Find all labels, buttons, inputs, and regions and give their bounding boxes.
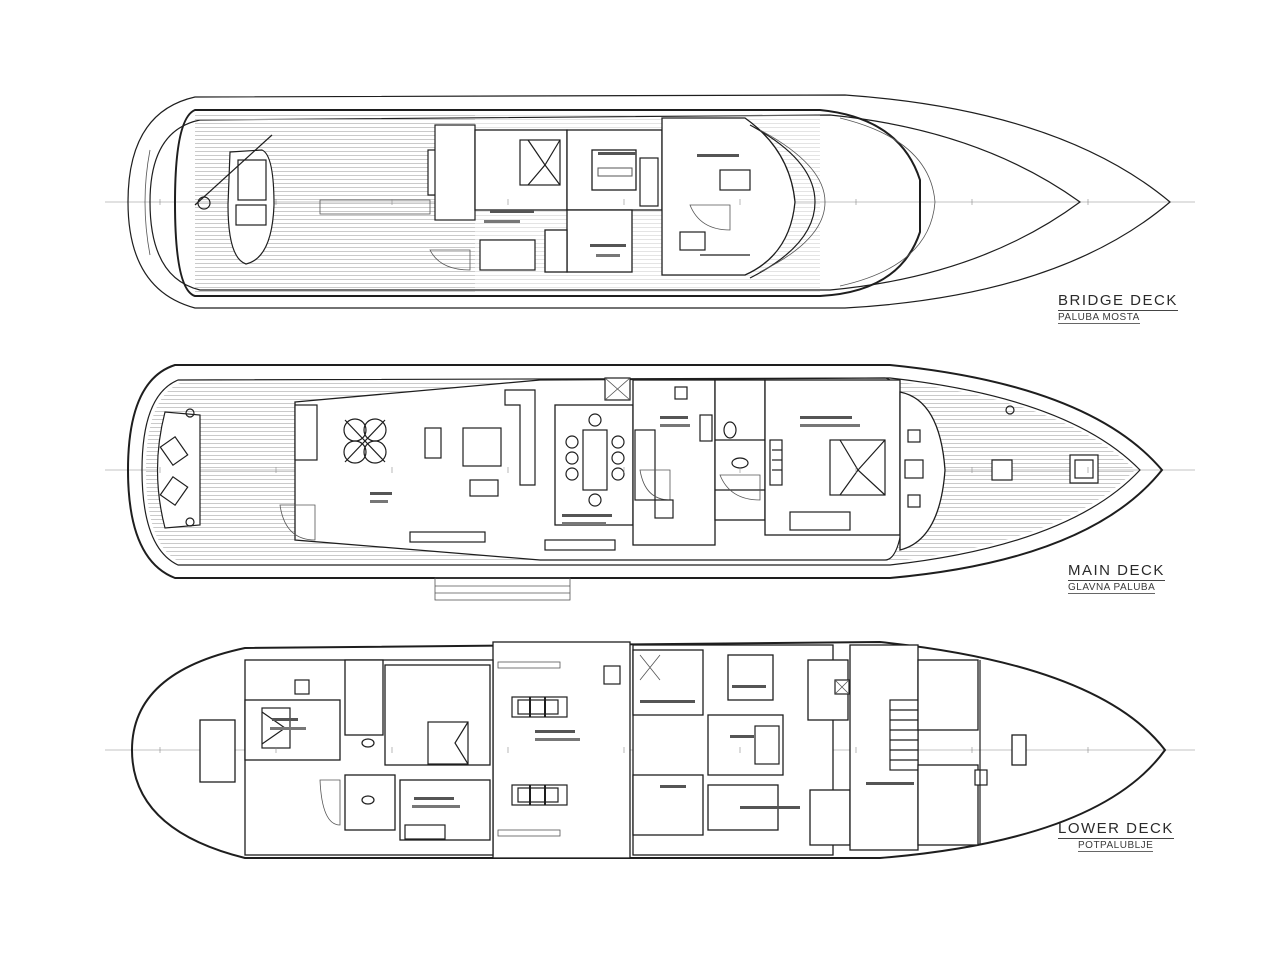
salon-round-table xyxy=(343,418,387,464)
wheelhouse xyxy=(661,117,826,279)
engine-equipment xyxy=(603,665,621,685)
main-hull-outline xyxy=(126,364,1164,579)
aft-deck-bench xyxy=(319,199,431,215)
bridge-deck-plan xyxy=(105,94,1195,309)
main-deck-title: MAIN DECK xyxy=(1068,562,1165,581)
bridge-hull-outline xyxy=(127,94,1171,309)
bridge-owner-suite xyxy=(474,129,663,273)
aft-cockpit-seating xyxy=(156,408,201,529)
main-deck-plan xyxy=(105,364,1195,601)
lower-stair xyxy=(889,699,919,771)
bridge-deck-subtitle: PALUBA MOSTA xyxy=(1058,312,1140,324)
bridge-stern-fairing xyxy=(144,149,151,256)
lower-hull-outline xyxy=(130,640,1167,859)
lower-room-labels xyxy=(270,685,914,809)
forward-cabins xyxy=(632,644,1027,856)
engine-starboard xyxy=(511,784,568,806)
main-salon xyxy=(294,389,616,551)
frame-ticks xyxy=(159,199,1089,753)
dining-area xyxy=(554,404,634,526)
aft-store xyxy=(199,719,236,783)
main-aft-stair xyxy=(279,504,316,541)
main-passerelle xyxy=(434,577,571,601)
lower-deck-plan xyxy=(105,640,1195,859)
bridge-stair xyxy=(429,249,471,271)
aft-guest-cabins xyxy=(244,659,494,856)
foredeck-equipment xyxy=(899,391,1099,551)
main-deck-subtitle: GLAVNA PALUBA xyxy=(1068,582,1156,594)
bridge-deck-title: BRIDGE DECK xyxy=(1058,292,1178,311)
bridge-aft-bulkhead xyxy=(434,124,476,221)
lower-deck-title: LOWER DECK xyxy=(1058,820,1174,839)
main-room-labels xyxy=(370,416,860,525)
bridge-gunwale-line xyxy=(149,114,1082,291)
tender-boat xyxy=(194,134,275,265)
master-stateroom xyxy=(764,379,901,536)
main-gunwale-line xyxy=(141,377,1141,566)
bridge-bow-fairing xyxy=(839,117,936,287)
day-head xyxy=(714,379,766,521)
engine-port xyxy=(511,696,568,718)
engine-room-hatch xyxy=(497,661,561,669)
bridge-room-labels xyxy=(484,152,739,257)
lower-deck-subtitle: POTPALUBLJE xyxy=(1078,840,1154,852)
